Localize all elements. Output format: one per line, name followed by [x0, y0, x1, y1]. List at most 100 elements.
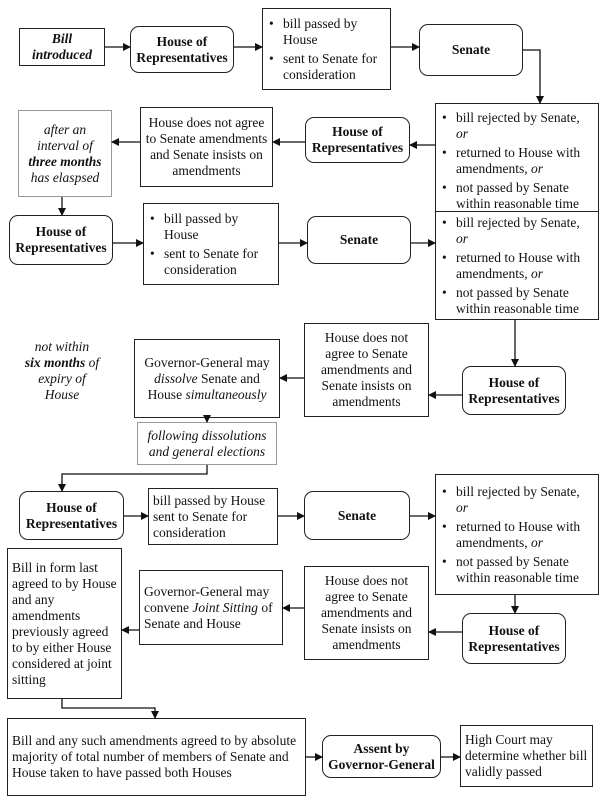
bill-majority-box: Bill and any such amendments agreed to b… — [7, 718, 306, 796]
senate-outcome-box-2: bill rejected by Senate, or returned to … — [435, 211, 599, 320]
house-disagree-box-2: House does not agree to Senate amendment… — [304, 323, 429, 417]
text: Governor-General may convene — [144, 583, 270, 615]
list-item: bill rejected by Senate, or — [440, 215, 594, 247]
label: Assent by — [353, 740, 410, 756]
list-item: not passed by Senate within reasonable t… — [440, 180, 594, 212]
text: returned to House with amendments, — [456, 144, 581, 176]
label: Representatives — [311, 140, 404, 155]
label: introduced — [31, 47, 92, 62]
label: Representatives — [25, 515, 118, 531]
label: House of — [46, 499, 97, 515]
label: following dissolutions and general elect… — [147, 427, 267, 459]
text: after an interval of — [37, 121, 93, 153]
house-disagree-box-1: House does not agree to Senate amendment… — [140, 107, 273, 187]
label: High Court may determine whether bill va… — [465, 732, 588, 779]
text: three months — [28, 153, 102, 169]
text: or — [456, 125, 469, 141]
senate-outcome-box-3: bill rejected by Senate, or returned to … — [435, 474, 599, 595]
bill-passed-box-3: bill passed by House sent to Senate for … — [148, 488, 278, 545]
text: returned to House with amendments, — [456, 249, 581, 281]
label: Representatives — [15, 240, 107, 255]
text: or — [456, 230, 469, 246]
arrow — [61, 699, 159, 719]
label: House of — [156, 33, 208, 49]
text: or — [530, 160, 543, 176]
arrow — [523, 49, 544, 104]
label: House does not agree to Senate amendment… — [320, 330, 413, 409]
text: Senate and House — [147, 370, 260, 402]
list-item: bill passed by House — [148, 211, 274, 243]
interval-box: after an interval of three months has el… — [18, 110, 112, 197]
text: six months — [24, 355, 86, 370]
text: dissolve — [154, 370, 198, 386]
bill-form-box: Bill in form last agreed to by House and… — [7, 548, 122, 699]
text: bill rejected by Senate, — [456, 483, 580, 499]
label: Bill in form last agreed to by House and… — [12, 559, 117, 687]
label: bill passed by House sent to Senate for … — [153, 492, 266, 540]
list-item: not passed by Senate within reasonable t… — [440, 554, 594, 586]
house-disagree-box-3: House does not agree to Senate amendment… — [304, 566, 429, 660]
senate-outcome-box-1: bill rejected by Senate, or returned to … — [435, 103, 599, 218]
label: Bill and any such amendments agreed to b… — [12, 733, 297, 780]
label: House of — [488, 374, 540, 390]
text: bill rejected by Senate, — [456, 214, 580, 230]
gg-convene-box: Governor-General may convene Joint Sitti… — [139, 570, 283, 645]
label: House does not agree to Senate amendment… — [320, 573, 413, 652]
label: Representatives — [468, 390, 560, 406]
high-court-box: High Court may determine whether bill va… — [460, 725, 593, 787]
text: bill rejected by Senate, — [456, 109, 580, 125]
senate-1: Senate — [419, 24, 523, 76]
list-item: sent to Senate for consideration — [267, 51, 386, 83]
label: Representatives — [468, 638, 560, 654]
gg-dissolve-box: Governor-General may dissolve Senate and… — [134, 339, 280, 418]
text: not passed by Senate within reasonable t… — [456, 284, 579, 316]
text: returned to House with amendments, — [456, 518, 581, 550]
text: of — [88, 355, 100, 370]
text: not passed by Senate within reasonable t… — [456, 553, 579, 585]
arrow — [58, 465, 208, 492]
list-item: returned to House with amendments, or — [440, 250, 594, 282]
label: House of — [332, 124, 383, 139]
label: House of — [488, 622, 540, 638]
text: not passed by Senate within reasonable t… — [456, 179, 579, 211]
label: House does not agree to Senate amendment… — [145, 115, 268, 178]
text: expiry of House — [38, 371, 86, 402]
label: Senate — [339, 232, 379, 247]
text: of Senate and House — [144, 599, 273, 631]
list-item: bill passed by House — [267, 16, 386, 48]
list-item: returned to House with amendments, or — [440, 519, 594, 551]
text: or — [456, 499, 469, 515]
label: Governor-General — [328, 756, 435, 772]
text: or — [530, 265, 543, 281]
senate-3: Senate — [304, 491, 410, 540]
list-item: returned to House with amendments, or — [440, 145, 594, 177]
label: Senate — [337, 507, 377, 523]
text: or — [530, 534, 543, 550]
list-item: not passed by Senate within reasonable t… — [440, 285, 594, 317]
list-item: sent to Senate for consideration — [148, 246, 274, 278]
label: Representatives — [136, 49, 228, 65]
text: simultaneously — [185, 386, 267, 402]
label: House of — [35, 224, 87, 239]
label: Senate — [451, 42, 491, 57]
text: not within — [34, 339, 90, 354]
label: Bill — [51, 31, 73, 46]
text: Governor-General may — [144, 354, 270, 370]
text: has elaspsed — [30, 169, 100, 185]
list-item: bill rejected by Senate, or — [440, 110, 594, 142]
text: Joint Sitting — [192, 599, 258, 615]
list-item: bill rejected by Senate, or — [440, 484, 594, 516]
